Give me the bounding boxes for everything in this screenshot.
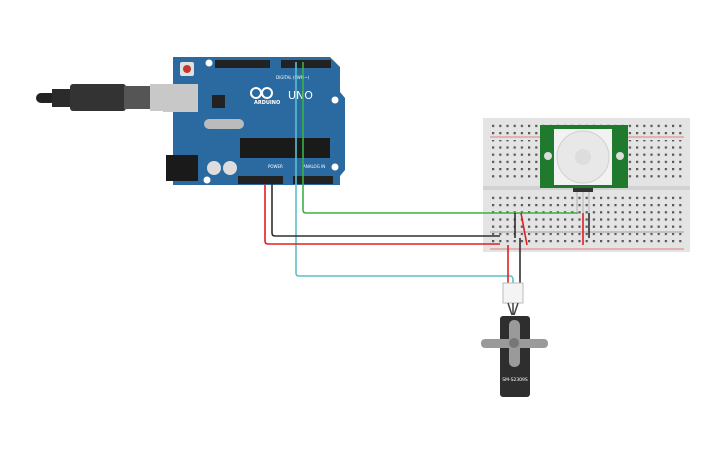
jumper-power-rail[interactable] — [520, 212, 528, 246]
wire-ground[interactable] — [271, 184, 500, 237]
digital-label: DIGITAL (PWM~) — [276, 75, 310, 80]
servo-motor[interactable]: SM-S2309S — [481, 282, 548, 397]
microcontroller-chip — [240, 138, 330, 158]
header-digital-low[interactable] — [281, 60, 331, 68]
pir-motion-sensor[interactable] — [540, 125, 628, 213]
uno-label: UNO — [288, 89, 313, 102]
servo-label: SM-S2309S — [502, 377, 528, 383]
header-digital-high[interactable] — [215, 60, 270, 68]
header-power[interactable] — [238, 176, 283, 184]
arduino-logo-text: ARDUINO — [254, 100, 280, 106]
usb-cable[interactable] — [36, 84, 180, 111]
arduino-uno-board[interactable]: ARDUINO UNO DIGITAL (PWM~) POWER ANALOG … — [163, 57, 345, 185]
wire-servo-signal[interactable] — [295, 62, 514, 290]
power-label: POWER — [268, 164, 283, 169]
wire-power[interactable] — [264, 184, 500, 245]
wire-pir-signal[interactable] — [302, 62, 578, 214]
analog-label: ANALOG IN — [303, 164, 325, 169]
servo-connector[interactable] — [502, 282, 524, 304]
power-jack — [166, 155, 198, 181]
header-analog[interactable] — [293, 176, 333, 184]
